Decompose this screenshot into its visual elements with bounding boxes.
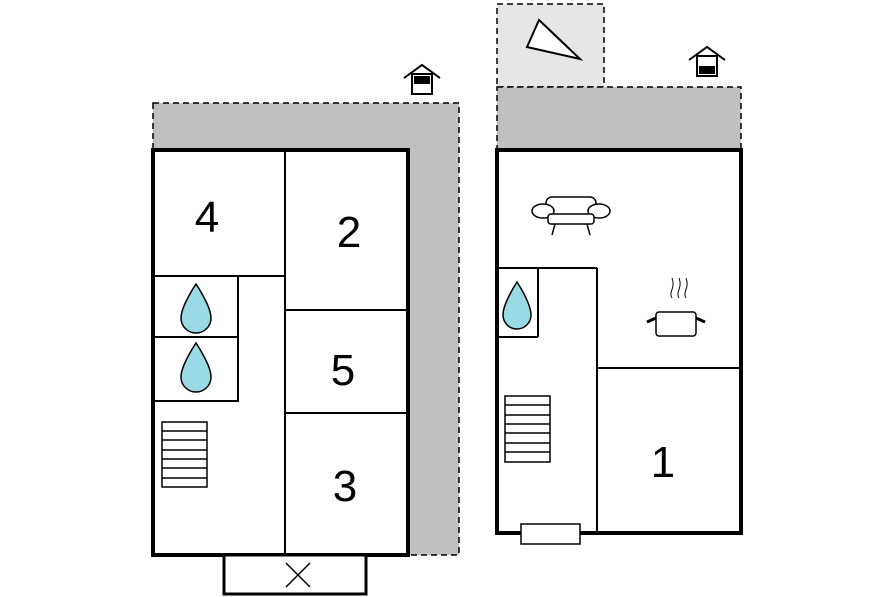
sofa-icon <box>531 196 611 236</box>
room-label-4: 4 <box>195 193 219 242</box>
water-drop-icon-right <box>502 280 532 330</box>
water-drop-icon-upper <box>180 282 212 334</box>
entrance-icon-right <box>688 45 726 77</box>
stairs-icon-left <box>161 421 208 488</box>
floor-left: 4 2 5 3 <box>151 63 460 596</box>
stairs-icon-right <box>504 395 551 463</box>
sun-triangle-icon <box>525 18 584 61</box>
window-icon <box>520 523 581 545</box>
internal-walls-left <box>152 150 408 555</box>
terrace-right <box>496 86 742 151</box>
room-label-2: 2 <box>337 208 361 257</box>
door-cross-icon <box>222 553 368 596</box>
room-label-1: 1 <box>651 438 675 487</box>
water-drop-icon-lower <box>180 341 212 393</box>
internal-walls-right <box>497 267 741 533</box>
room-label-3: 3 <box>333 462 357 511</box>
room-label-5: 5 <box>331 346 355 395</box>
floor-right: 1 <box>495 3 743 545</box>
entrance-icon-left <box>403 63 441 95</box>
cooking-pot-icon <box>646 277 706 337</box>
